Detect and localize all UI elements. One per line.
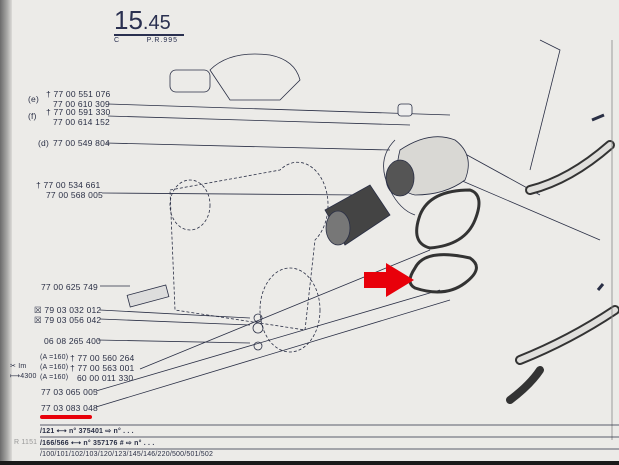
condition: (A =160): [40, 364, 69, 371]
footer-row: /100/101/102/103/120/123/145/146/220/500…: [40, 451, 214, 458]
part-number: 77 00 610 309: [53, 99, 110, 109]
part-number-highlighted: 77 03 083 048: [41, 403, 98, 413]
footer-row: /121 ⟷ n° 375401 ⇨ n° . . .: [40, 428, 134, 435]
margin-code: R 1151: [14, 439, 38, 446]
part-number: 77 00 549 804: [53, 138, 110, 148]
part-number: ☒ 79 03 056 042: [34, 315, 102, 325]
red-arrow-icon: [364, 263, 414, 297]
part-number: 77 03 065 005: [41, 387, 98, 397]
label-tag-e: (e): [28, 94, 39, 104]
model-note: ⟼4300: [10, 373, 37, 380]
part-number: † 77 00 534 661: [36, 180, 101, 190]
page-number: 15.45: [114, 5, 171, 35]
page-edge-shadow: [0, 0, 12, 465]
part-number: † 77 00 591 330: [46, 107, 111, 117]
part-number: † 77 00 551 076: [46, 89, 111, 99]
part-number: 77 00 625 749: [41, 282, 98, 292]
condition: (A =160): [40, 374, 69, 381]
condition: (A =160): [40, 354, 69, 361]
model-note: ✂ Im: [10, 363, 27, 370]
page-bottom-edge: [0, 461, 619, 465]
highlight-underline: [40, 415, 92, 419]
part-number: 60 00 011 330: [77, 373, 134, 383]
part-number: † 77 00 563 001: [70, 363, 135, 373]
part-number: † 77 00 560 264: [70, 353, 135, 363]
part-number: 77 00 614 152: [53, 117, 110, 127]
footer-row: /166/566 ⟷ n° 357176 # ⇨ n° . . .: [40, 440, 155, 447]
label-tag-d: (d): [38, 138, 49, 148]
part-number: 06 08 265 400: [44, 336, 101, 346]
label-tag-f: (f): [28, 111, 37, 121]
part-number: 77 00 568 005: [46, 190, 103, 200]
part-number: ☒ 79 03 032 012: [34, 305, 102, 315]
